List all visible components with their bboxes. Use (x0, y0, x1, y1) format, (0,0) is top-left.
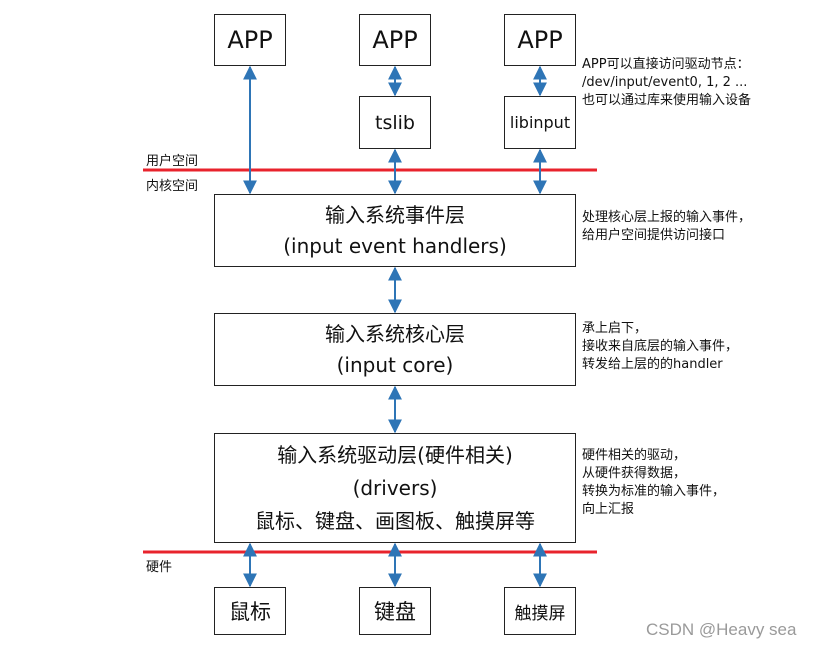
driver-note-line-3: 转换为标准的输入事件， (582, 484, 726, 499)
mouse-label: 鼠标 (229, 600, 271, 624)
user-space-label: 用户空间 (146, 154, 199, 169)
app-label-2: APP (372, 26, 418, 54)
libinput-box: libinput (504, 96, 576, 149)
app-box-3: APP (504, 14, 576, 66)
drivers-layer-title: 输入系统驱动层(硬件相关) (277, 442, 513, 467)
touchscreen-box: 触摸屏 (504, 587, 576, 635)
touchscreen-label: 触摸屏 (514, 603, 566, 624)
drivers-layer-subtitle: (drivers) (352, 475, 438, 500)
event-layer-note: 处理核心层上报的输入事件， 给用户空间提供访问接口 (582, 209, 751, 245)
keyboard-box: 键盘 (359, 587, 431, 635)
core-layer-note: 承上启下， 接收来自底层的输入事件， 转发给上层的的handler (582, 320, 738, 374)
core-layer-subtitle: (input core) (336, 352, 454, 377)
core-note-line-1: 承上启下， (582, 321, 648, 336)
kernel-space-label: 内核空间 (146, 179, 199, 194)
app-note: APP可以直接访问驱动节点： /dev/input/event0, 1, 2 .… (582, 56, 751, 110)
libinput-label: libinput (509, 113, 571, 132)
event-handlers-layer: 输入系统事件层 (input event handlers) (214, 194, 576, 267)
event-note-line-2: 给用户空间提供访问接口 (582, 228, 726, 243)
driver-note-line-1: 硬件相关的驱动， (582, 448, 687, 463)
keyboard-label: 键盘 (374, 600, 416, 624)
app-note-line-1: APP可以直接访问驱动节点： (582, 57, 750, 72)
csdn-watermark: CSDN @Heavy sea (646, 620, 797, 639)
app-label-1: APP (227, 26, 273, 54)
core-note-line-3: 转发给上层的的handler (582, 357, 723, 372)
app-label-3: APP (517, 26, 563, 54)
drivers-layer-devices: 鼠标、键盘、画图板、触摸屏等 (255, 508, 535, 533)
hardware-zone-label: 硬件 (146, 560, 173, 575)
drivers-layer: 输入系统驱动层(硬件相关) (drivers) 鼠标、键盘、画图板、触摸屏等 (214, 433, 576, 543)
mouse-box: 鼠标 (214, 587, 286, 635)
driver-layer-note: 硬件相关的驱动， 从硬件获得数据， 转换为标准的输入事件， 向上汇报 (582, 447, 725, 519)
event-note-line-1: 处理核心层上报的输入事件， (582, 210, 752, 225)
core-layer-title: 输入系统核心层 (325, 321, 465, 346)
event-layer-subtitle: (input event handlers) (283, 233, 507, 258)
input-core-layer: 输入系统核心层 (input core) (214, 313, 576, 386)
app-box-1: APP (214, 14, 286, 66)
app-box-2: APP (359, 14, 431, 66)
driver-note-line-2: 从硬件获得数据， (582, 466, 687, 481)
tslib-label: tslib (375, 111, 415, 134)
driver-note-line-4: 向上汇报 (582, 502, 635, 517)
event-layer-title: 输入系统事件层 (325, 202, 465, 227)
tslib-box: tslib (359, 96, 431, 149)
core-note-line-2: 接收来自底层的输入事件， (582, 339, 739, 354)
app-note-line-2: /dev/input/event0, 1, 2 ... (582, 75, 748, 90)
app-note-line-3: 也可以通过库来使用输入设备 (582, 93, 752, 108)
